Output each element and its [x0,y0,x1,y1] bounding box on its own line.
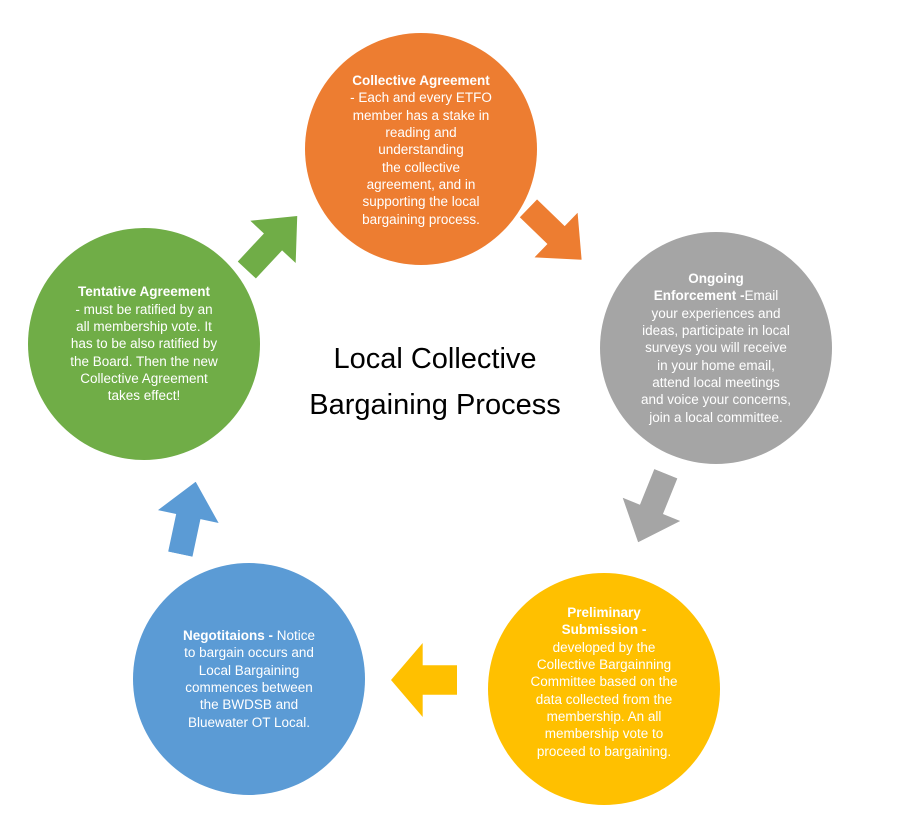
step-heading: Preliminary Submission - [561,605,647,638]
step-body: Notice to bargain occurs and Local Barga… [184,628,315,730]
diagram-title-line2: Bargaining Process [309,389,561,421]
arrow-preliminary-to-negotiations-icon [391,643,457,717]
step-body: Email your experiences and ideas, partic… [640,288,792,425]
step-body: developed by the Collective Bargainning … [530,639,678,759]
step-text-tentative-agreement: Tentative Agreement - must be ratified b… [28,283,260,404]
arrow-collective-to-enforcement-icon [507,186,603,282]
step-circle-negotiations: Negotitaions - Notice to bargain occurs … [133,563,365,795]
step-heading: Negotitaions - [182,628,277,644]
arrow-negotiations-to-tentative-icon [150,475,226,560]
step-text-negotiations: Negotitaions - Notice to bargain occurs … [133,627,365,731]
step-body: - must be ratified by an all membership … [70,301,218,404]
step-heading: Ongoing Enforcement - [653,271,745,304]
arrow-enforcement-to-preliminary-icon [609,462,694,554]
diagram-title-line1: Local Collective [333,343,537,375]
step-circle-collective-agreement: Collective Agreement - Each and every ET… [305,33,537,265]
step-circle-preliminary-submission: Preliminary Submission - developed by th… [488,573,720,805]
step-circle-ongoing-enforcement: Ongoing Enforcement -Email your experien… [600,232,832,464]
step-text-ongoing-enforcement: Ongoing Enforcement -Email your experien… [600,270,832,426]
step-text-preliminary-submission: Preliminary Submission - developed by th… [488,604,720,774]
diagram-title: Local Collective Bargaining Process [280,336,590,428]
step-circle-tentative-agreement: Tentative Agreement - must be ratified b… [28,228,260,460]
step-text-collective-agreement: Collective Agreement - Each and every ET… [305,70,537,228]
step-body: - Each and every ETFO member has a stake… [350,90,492,227]
arrow-tentative-to-collective-icon [224,195,320,291]
step-heading: Tentative Agreement [77,284,211,300]
step-heading: Collective Agreement [352,73,490,89]
